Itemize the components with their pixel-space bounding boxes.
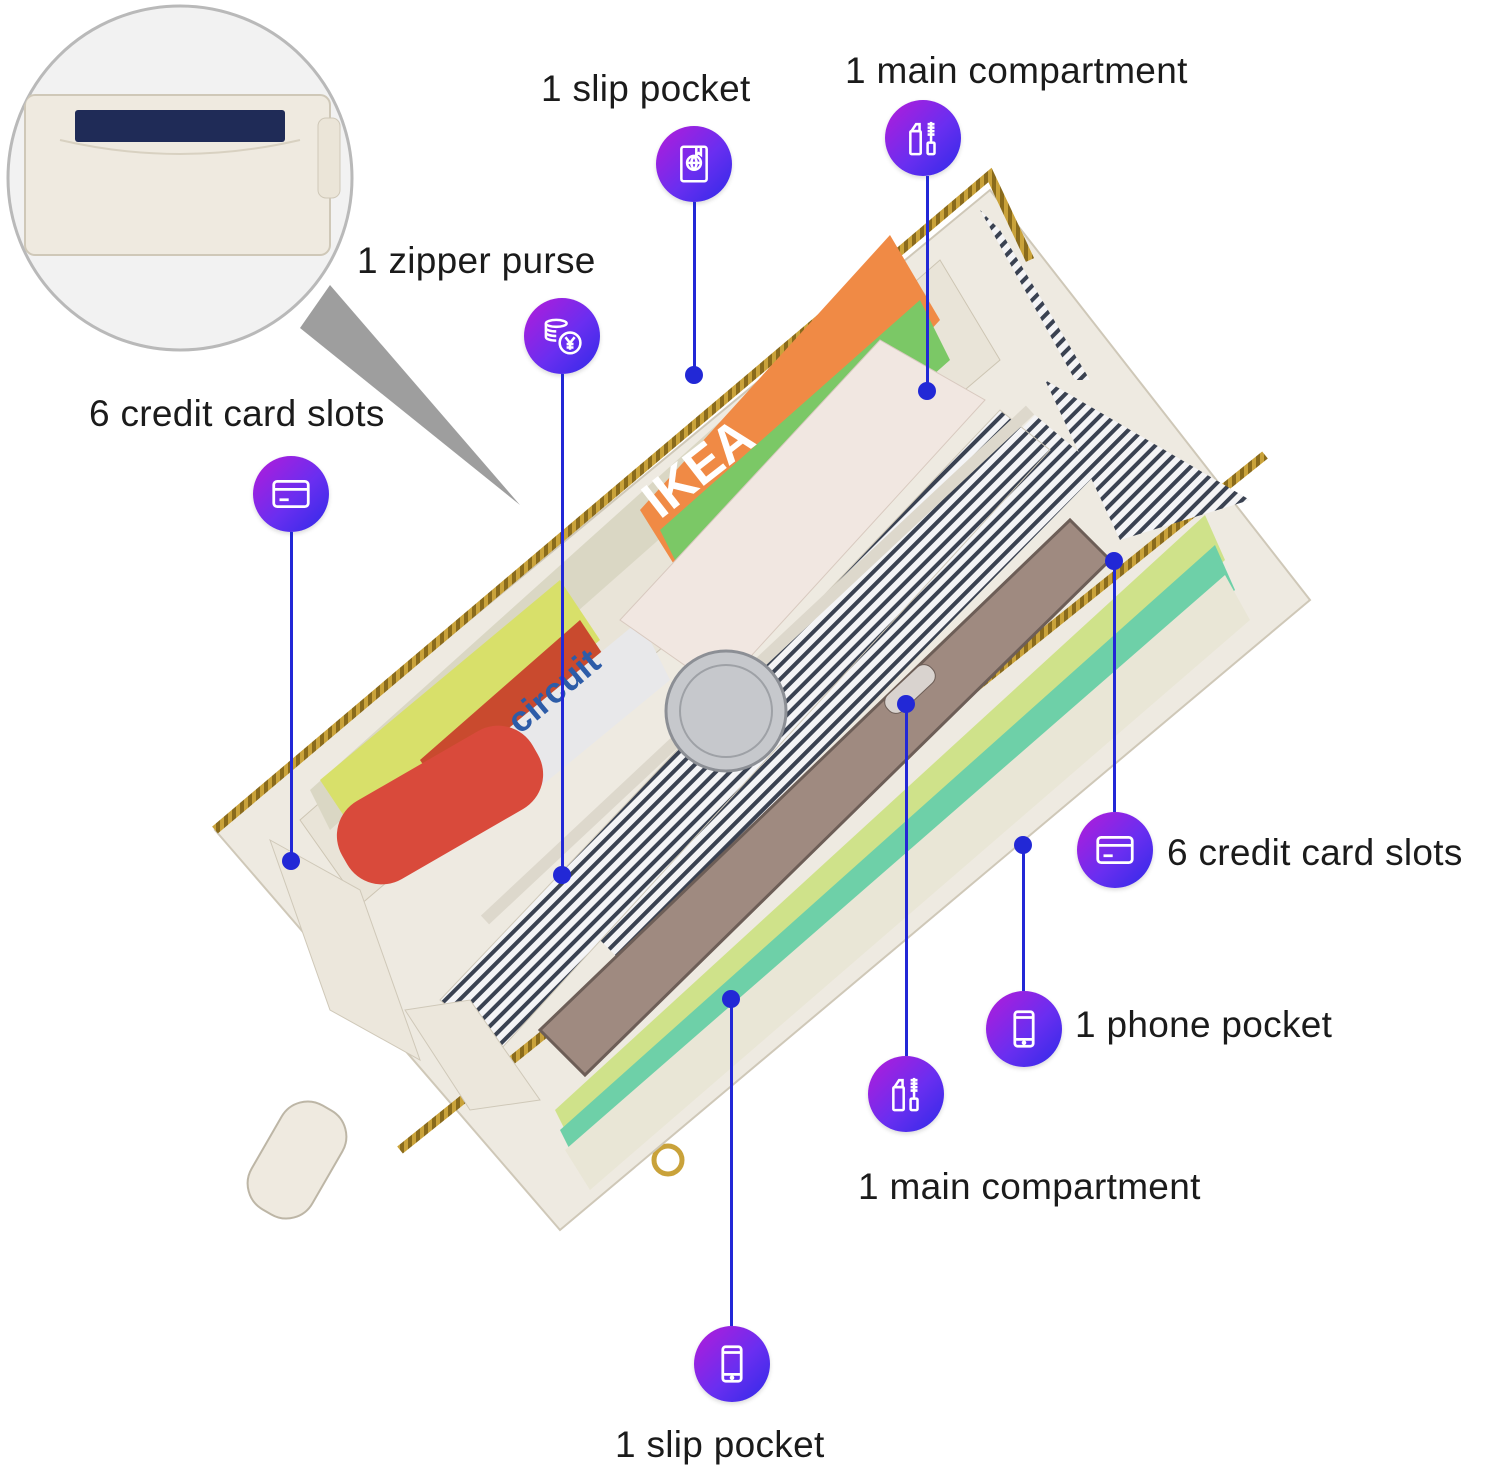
callout-phone-pocket: 1 phone pocket <box>1075 1004 1333 1045</box>
callout-line <box>561 374 564 874</box>
callout-marker <box>722 990 740 1008</box>
callout-marker <box>918 382 936 400</box>
callout-marker <box>282 852 300 870</box>
callout-slip-pocket-top: 1 slip pocket <box>541 68 751 109</box>
callout-line <box>693 202 696 375</box>
callout-marker <box>553 866 571 884</box>
callout-line <box>730 1002 733 1326</box>
callout-marker <box>1014 836 1032 854</box>
callout-slip-pocket-bottom: 1 slip pocket <box>615 1424 825 1465</box>
credit-card-icon <box>253 456 329 532</box>
passport-icon <box>656 126 732 202</box>
lipstick-mascara-icon <box>885 100 961 176</box>
lipstick-mascara-icon <box>868 1056 944 1132</box>
callout-credit-card-slots-right: 6 credit card slots <box>1167 832 1463 873</box>
callout-line <box>905 704 908 1056</box>
callout-main-compartment-top: 1 main compartment <box>845 50 1188 91</box>
phone-icon <box>986 991 1062 1067</box>
phone-icon <box>694 1326 770 1402</box>
callout-marker <box>897 695 915 713</box>
callout-line <box>926 176 929 389</box>
callout-main-compartment-bottom: 1 main compartment <box>858 1166 1201 1207</box>
credit-card-icon <box>1077 812 1153 888</box>
callout-credit-card-slots-left: 6 credit card slots <box>89 393 385 434</box>
callout-marker <box>1105 552 1123 570</box>
coins-yen-icon <box>524 298 600 374</box>
callout-line <box>1113 560 1116 812</box>
callout-line <box>1022 845 1025 991</box>
callout-line <box>290 532 293 860</box>
callout-marker <box>685 366 703 384</box>
inset-closed-wallet <box>6 4 520 505</box>
callout-zipper-purse: 1 zipper purse <box>357 240 596 281</box>
